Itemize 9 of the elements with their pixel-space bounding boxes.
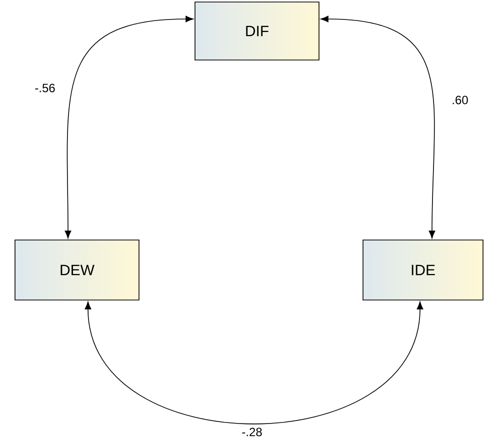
edge-label: .60 [450,94,470,106]
curved-arrow [84,302,424,424]
edge-label: -.56 [34,82,56,94]
curved-arrow [320,16,436,238]
curved-arrow [64,16,194,238]
edge-label: -.28 [240,426,264,438]
variable-box: IDE [362,240,484,300]
variable-box: DIF [194,2,320,60]
variable-box: DEW [14,240,140,300]
